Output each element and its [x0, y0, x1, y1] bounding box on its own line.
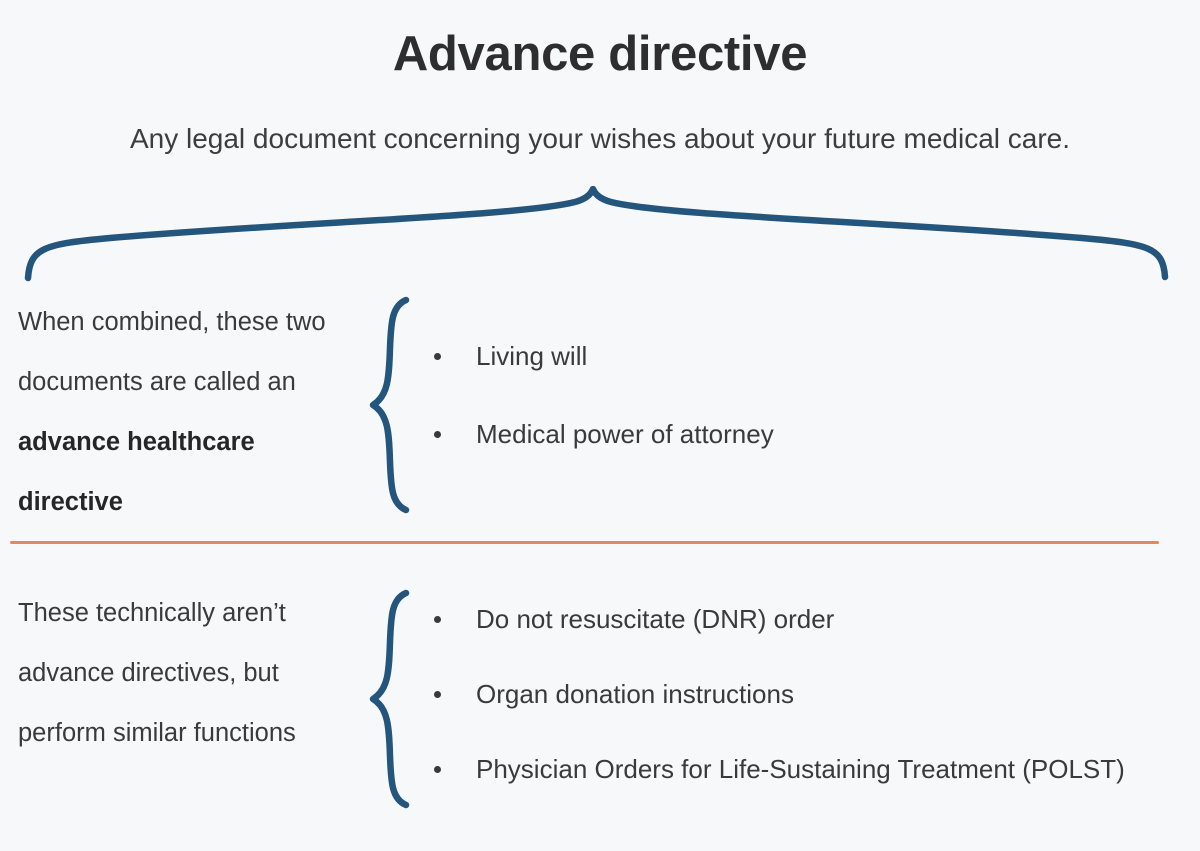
list-item-label: Do not resuscitate (DNR) order	[476, 604, 835, 634]
curly-brace-icon	[369, 589, 410, 809]
bullet-dot-icon	[434, 616, 441, 623]
bottom-edge-artifact	[935, 842, 1185, 851]
wide-curly-brace-icon	[24, 186, 1169, 282]
list-item: Do not resuscitate (DNR) order	[424, 601, 1194, 637]
bullet-dot-icon	[434, 691, 441, 698]
section-2-item-list: Do not resuscitate (DNR) order Organ don…	[424, 601, 1194, 826]
section-1-description-emphasis: advance healthcare directive	[18, 428, 255, 516]
section-1-description-lead: When combined, these two documents are c…	[18, 308, 326, 396]
section-advance-directives: When combined, these two documents are c…	[0, 292, 1200, 524]
list-item: Organ donation instructions	[424, 676, 1194, 712]
section-1-item-list: Living will Medical power of attorney	[424, 338, 1194, 494]
section-1-description: When combined, these two documents are c…	[18, 292, 363, 532]
bullet-dot-icon	[434, 431, 441, 438]
list-item-label: Organ donation instructions	[476, 679, 794, 709]
bullet-dot-icon	[434, 353, 441, 360]
bullet-dot-icon	[434, 766, 441, 773]
list-item-label: Medical power of attorney	[476, 419, 774, 449]
page-title: Advance directive	[392, 27, 808, 81]
list-item: Medical power of attorney	[424, 416, 1194, 452]
list-item: Living will	[424, 338, 1194, 374]
section-2-description-lead: These technically aren’t advance directi…	[18, 599, 296, 747]
curly-brace-icon	[369, 296, 410, 514]
list-item-label: Living will	[476, 341, 588, 371]
horizontal-rule-icon	[10, 541, 1159, 544]
page-subtitle: Any legal document concerning your wishe…	[129, 123, 1071, 154]
section-2-description: These technically aren’t advance directi…	[18, 583, 363, 763]
list-item-label: Physician Orders for Life-Sustaining Tre…	[476, 754, 1125, 784]
section-similar-documents: These technically aren’t advance directi…	[0, 583, 1200, 843]
list-item: Physician Orders for Life-Sustaining Tre…	[424, 751, 1194, 787]
